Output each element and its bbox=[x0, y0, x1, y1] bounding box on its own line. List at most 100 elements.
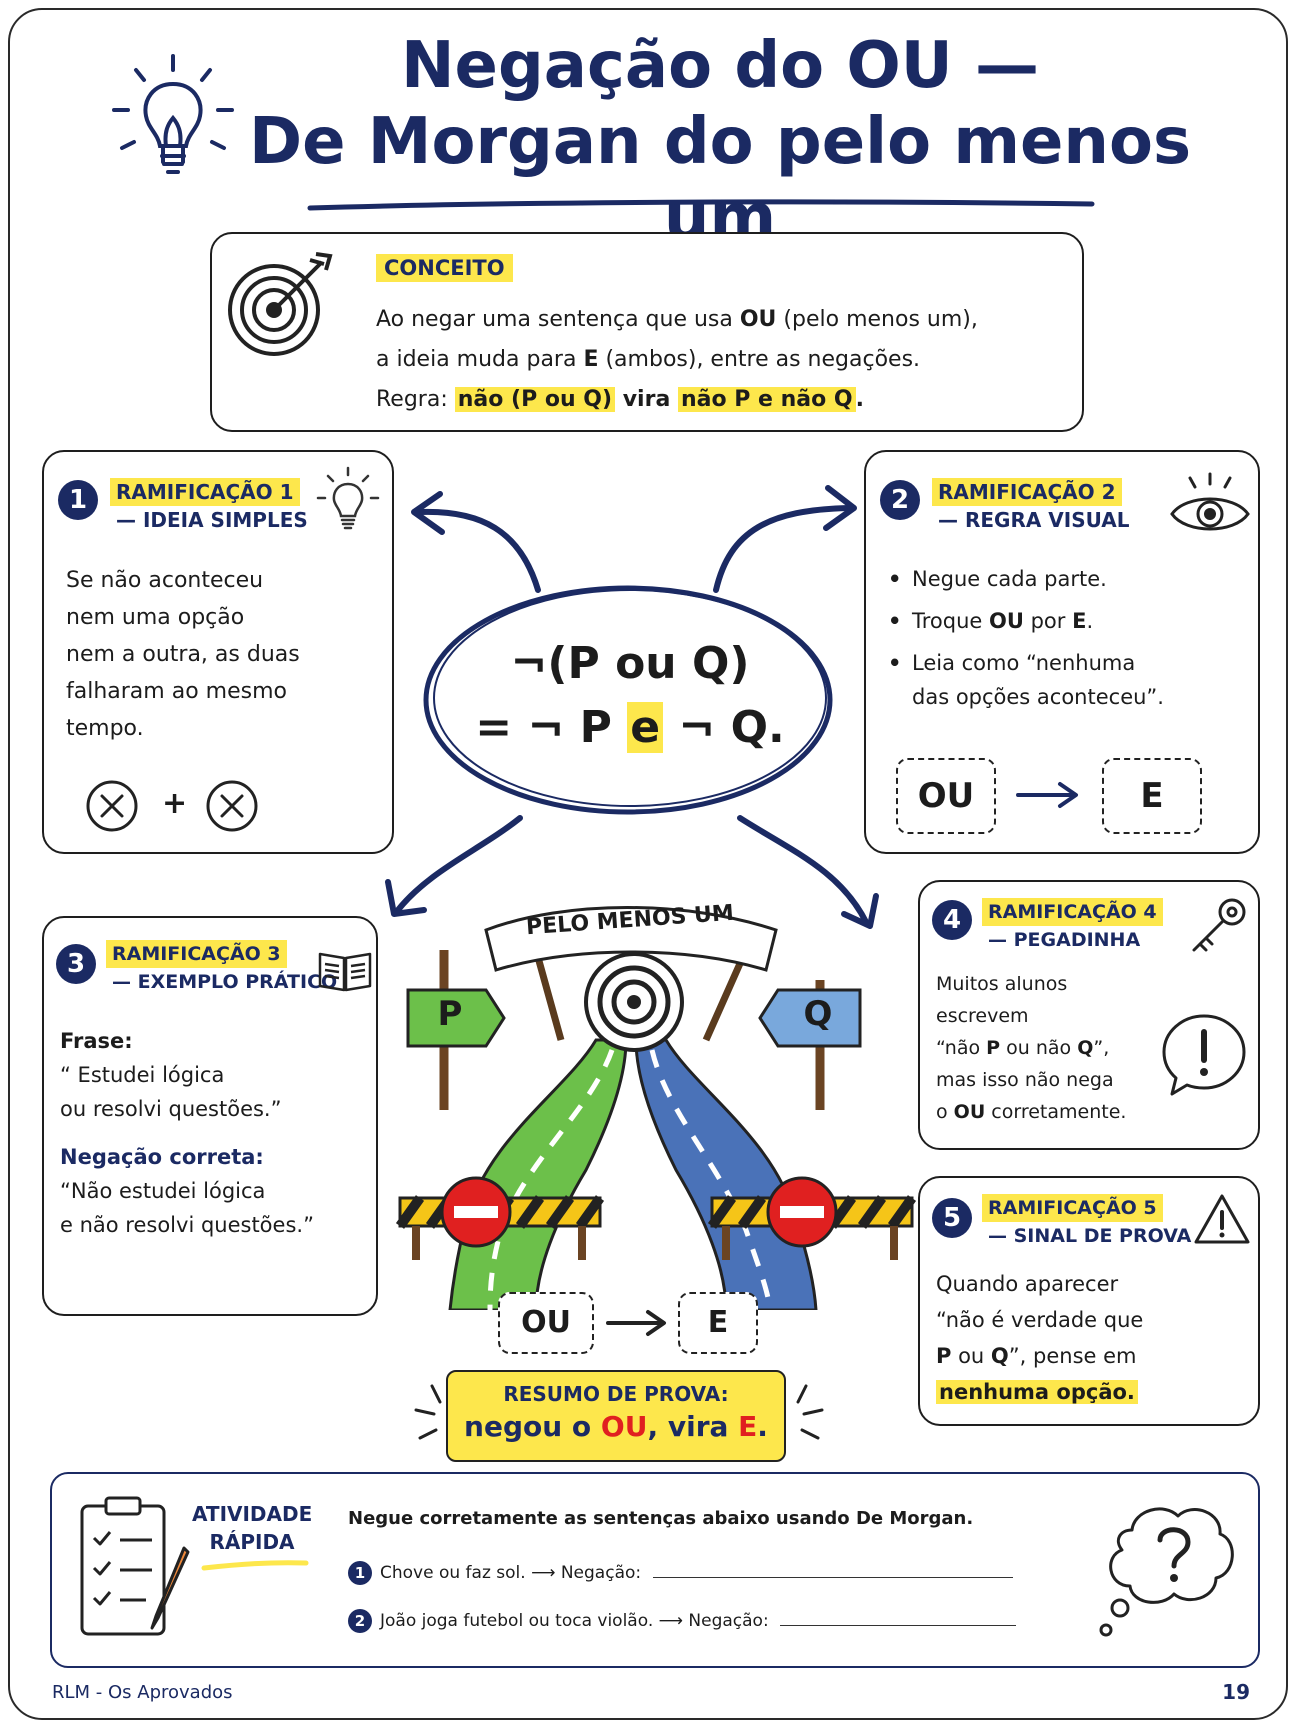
card5-title-text: RAMIFICAÇÃO 5 bbox=[982, 1194, 1163, 1222]
card3-title: RAMIFICAÇÃO 3 — EXEMPLO PRÁTICO bbox=[106, 940, 337, 996]
card4-body: Muitos alunos escrevem “não P ou não Q”,… bbox=[936, 968, 1126, 1128]
card4-l5c: corretamente. bbox=[985, 1101, 1127, 1123]
activity-instruction: Negue corretamente as sentenças abaixo u… bbox=[348, 1508, 974, 1529]
card2-b2b: OU bbox=[989, 609, 1024, 633]
center-formula: ¬(P ou Q) = ¬ P e ¬ Q. bbox=[440, 632, 820, 760]
card4-l3b: P bbox=[986, 1037, 1001, 1059]
card2-bullet-1: Negue cada parte. bbox=[888, 562, 1248, 596]
concept-text: Ao negar uma sentença que usa OU (pelo m… bbox=[376, 300, 978, 420]
card4-l3c: ou não bbox=[1000, 1037, 1078, 1059]
formula-l2c: ¬ Q. bbox=[663, 702, 785, 753]
summary-l2c: , vira bbox=[647, 1410, 739, 1443]
activity-item1-num: 1 bbox=[348, 1561, 372, 1585]
card5-l3a: P bbox=[936, 1344, 952, 1368]
card3-frase-l1: “ Estudei lógica bbox=[60, 1063, 225, 1087]
arrow-right-icon bbox=[1016, 782, 1078, 808]
summary-l2a: negou o bbox=[464, 1410, 601, 1443]
card2-b3l1: Leia como “nenhuma bbox=[912, 651, 1136, 675]
card4-l5a: o bbox=[936, 1101, 954, 1123]
card3-neg-l1: “Não estudei lógica bbox=[60, 1179, 266, 1203]
exclamation-bubble-icon bbox=[1162, 1014, 1246, 1096]
card3-subtitle: — EXEMPLO PRÁTICO bbox=[112, 971, 338, 993]
card5-l1: Quando aparecer bbox=[936, 1272, 1119, 1296]
card5-l3b: ou bbox=[951, 1344, 991, 1368]
formula-l2a: = ¬ P bbox=[475, 702, 628, 753]
sign-right-q: Q bbox=[803, 994, 833, 1034]
formula-line-1: ¬(P ou Q) bbox=[510, 638, 750, 689]
card5-l3d: ”, pense em bbox=[1008, 1344, 1137, 1368]
page: Negação do OU — De Morgan do pelo menos … bbox=[8, 8, 1288, 1720]
concept-card: CONCEITO Ao negar uma sentença que usa O… bbox=[210, 232, 1084, 432]
card4-l3a: “não bbox=[936, 1037, 987, 1059]
card1-line1: Se não aconteceu bbox=[66, 568, 264, 593]
clipboard-icon bbox=[80, 1496, 190, 1636]
card4-l4: mas isso não nega bbox=[936, 1069, 1114, 1091]
card-5: 5 RAMIFICAÇÃO 5 — SINAL DE PROVA Quando … bbox=[918, 1176, 1260, 1426]
concept-l2b: E bbox=[583, 347, 599, 372]
card-3: 3 RAMIFICAÇÃO 3 — EXEMPLO PRÁTICO Frase:… bbox=[42, 916, 378, 1316]
card5-l2: “não é verdade que bbox=[936, 1308, 1144, 1332]
card2-b2e: . bbox=[1086, 609, 1094, 633]
card3-number: 3 bbox=[56, 944, 96, 984]
question-cloud-icon bbox=[1099, 1507, 1234, 1637]
card2-number: 2 bbox=[880, 480, 920, 520]
illus-box-e: E bbox=[678, 1292, 758, 1354]
book-icon bbox=[318, 952, 372, 992]
target-icon bbox=[228, 252, 333, 356]
summary-l2e: . bbox=[757, 1410, 768, 1443]
answer-line-1[interactable] bbox=[652, 1560, 1013, 1578]
lightbulb-icon bbox=[112, 54, 234, 174]
footer-left: RLM - Os Aprovados bbox=[52, 1682, 233, 1703]
x-circle-icon bbox=[86, 780, 138, 832]
card2-title: RAMIFICAÇÃO 2 — REGRA VISUAL bbox=[932, 478, 1129, 534]
card1-body: Se não aconteceu nem uma opção nem a out… bbox=[66, 562, 300, 747]
card5-l4: nenhuma opção. bbox=[936, 1380, 1138, 1404]
concept-l2c: (ambos), entre as negações. bbox=[598, 347, 921, 372]
card2-b2c: por bbox=[1023, 609, 1073, 633]
card-1: 1 RAMIFICAÇÃO 1 — IDEIA SIMPLES Se não a… bbox=[42, 450, 394, 854]
formula-l2b: e bbox=[627, 702, 664, 753]
lightbulb-small-icon bbox=[316, 466, 380, 530]
summary-sparks bbox=[414, 1384, 824, 1440]
card3-neg-l2: e não resolvi questões.” bbox=[60, 1213, 314, 1237]
card3-frase-label: Frase: bbox=[60, 1029, 133, 1053]
activity-box: ATIVIDADE RÁPIDA Negue corretamente as s… bbox=[50, 1472, 1260, 1668]
warning-icon bbox=[1194, 1194, 1250, 1244]
crossroads-illustration bbox=[395, 906, 916, 1310]
summary-l2d: E bbox=[738, 1410, 758, 1443]
card5-subtitle: — SINAL DE PROVA bbox=[988, 1225, 1192, 1247]
card1-line3: nem a outra, as duas bbox=[66, 642, 300, 667]
card2-b1: Negue cada parte. bbox=[912, 567, 1107, 591]
card2-box-e: E bbox=[1102, 758, 1202, 834]
activity-underline bbox=[201, 1560, 309, 1571]
card3-body: Frase: “ Estudei lógica ou resolvi quest… bbox=[60, 1024, 314, 1242]
summary-box: RESUMO DE PROVA: negou o OU, vira E. bbox=[446, 1370, 786, 1462]
card4-l1: Muitos alunos bbox=[936, 973, 1068, 995]
title-line-1: Negação do OU — bbox=[400, 29, 1040, 103]
key-icon bbox=[1192, 898, 1246, 952]
title-underline bbox=[307, 199, 1095, 211]
card4-title-text: RAMIFICAÇÃO 4 bbox=[982, 898, 1163, 926]
summary-line-1: RESUMO DE PROVA: bbox=[503, 1382, 729, 1406]
concept-l1a: Ao negar uma sentença que usa bbox=[376, 307, 740, 332]
card2-b2a: Troque bbox=[912, 609, 989, 633]
answer-line-2[interactable] bbox=[780, 1608, 1017, 1626]
card2-subtitle: — REGRA VISUAL bbox=[938, 508, 1130, 532]
card3-frase-l2: ou resolvi questões.” bbox=[60, 1097, 282, 1121]
card3-neg-label: Negação correta: bbox=[60, 1145, 264, 1169]
card4-l3d: Q bbox=[1077, 1037, 1094, 1059]
card4-subtitle: — PEGADINHA bbox=[988, 929, 1141, 951]
card1-title-text: RAMIFICAÇÃO 1 bbox=[110, 478, 300, 506]
card3-title-text: RAMIFICAÇÃO 3 bbox=[106, 940, 287, 968]
concept-l3d: não P e não Q bbox=[677, 387, 856, 412]
concept-l1c: (pelo menos um), bbox=[776, 307, 978, 332]
card2-bullets: Negue cada parte. Troque OU por E. Leia … bbox=[888, 562, 1248, 722]
formula-ellipse bbox=[423, 585, 833, 815]
summary-l2b: OU bbox=[600, 1410, 648, 1443]
card-2: 2 RAMIFICAÇÃO 2 — REGRA VISUAL Negue cad… bbox=[864, 450, 1260, 854]
card1-title: RAMIFICAÇÃO 1 — IDEIA SIMPLES bbox=[110, 478, 308, 534]
card5-l3c: Q bbox=[990, 1344, 1009, 1368]
activity-label-l2: RÁPIDA bbox=[209, 1530, 295, 1554]
